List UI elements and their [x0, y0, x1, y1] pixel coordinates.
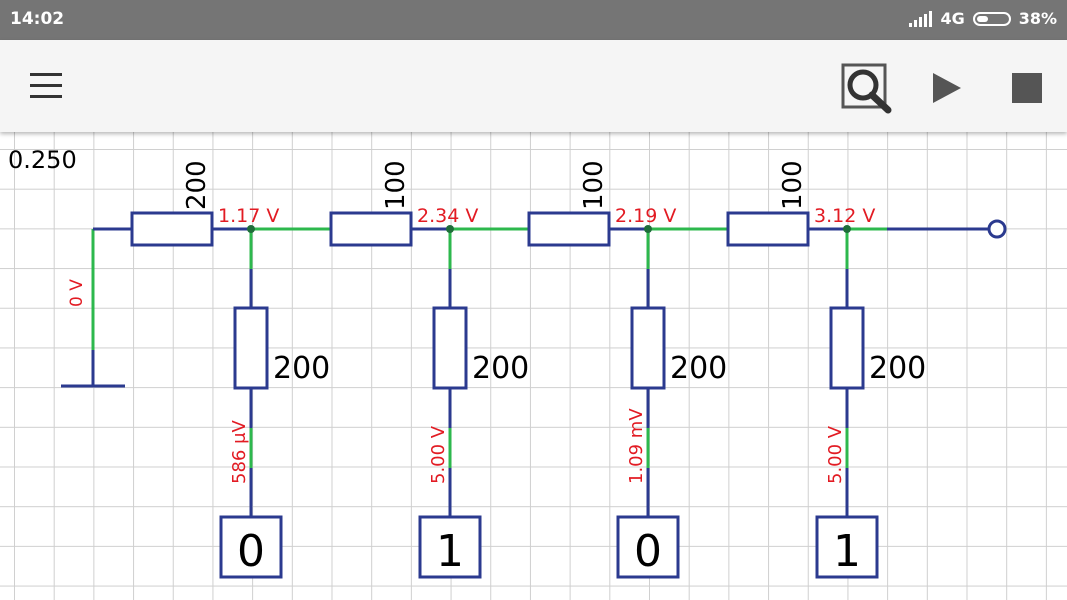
- branch-resistor-4[interactable]: [829, 306, 865, 390]
- play-icon[interactable]: [928, 70, 964, 106]
- junction-dot-3: [644, 225, 652, 233]
- signal-icon: [909, 10, 933, 27]
- ground-voltage-label: 0 V: [67, 279, 87, 307]
- logic-input-4[interactable]: [815, 515, 879, 579]
- branch-resistor-1[interactable]: [233, 306, 269, 390]
- logic-input-value-4: 1: [833, 526, 861, 577]
- logic-input-3[interactable]: [616, 515, 680, 579]
- branch-resistor-value-1: 200: [273, 351, 330, 386]
- top-resistor-value-2: 100: [381, 160, 411, 210]
- branch-resistor-value-3: 200: [670, 351, 727, 386]
- branch-resistor-value-2: 200: [472, 351, 529, 386]
- zoom-level: 0.250: [8, 146, 77, 174]
- branch-voltage-1: 586 μV: [229, 419, 250, 484]
- logic-input-value-1: 0: [237, 526, 265, 577]
- node-voltage-3: 2.19 V: [615, 205, 676, 227]
- stop-icon[interactable]: [1009, 70, 1045, 106]
- top-resistor-4[interactable]: [726, 211, 810, 247]
- junction-dot-2: [446, 225, 454, 233]
- logic-input-2[interactable]: [418, 515, 482, 579]
- status-icons: 4G 38%: [909, 9, 1057, 28]
- logic-input-value-3: 0: [634, 526, 662, 577]
- branch-voltage-3: 1.09 mV: [626, 408, 647, 484]
- top-resistor-value-3: 100: [579, 160, 609, 210]
- junction-dot-4: [843, 225, 851, 233]
- battery-percent: 38%: [1018, 9, 1057, 28]
- node-voltage-1: 1.17 V: [218, 205, 279, 227]
- top-resistor-3[interactable]: [527, 211, 611, 247]
- node-voltage-2: 2.34 V: [417, 205, 478, 227]
- top-resistor-value-1: 200: [182, 160, 212, 210]
- top-resistor-value-4: 100: [778, 160, 808, 210]
- branch-resistor-value-4: 200: [869, 351, 926, 386]
- output-terminal[interactable]: [987, 219, 1007, 239]
- logic-input-value-2: 1: [436, 526, 464, 577]
- branch-resistor-2[interactable]: [432, 306, 468, 390]
- battery-icon: [972, 11, 1011, 26]
- node-voltage-4: 3.12 V: [814, 205, 875, 227]
- battery-level: [976, 15, 989, 22]
- top-resistor-2[interactable]: [329, 211, 413, 247]
- status-time: 14:02: [10, 9, 65, 29]
- hamburger-menu-icon[interactable]: [22, 66, 70, 106]
- magnifier-icon[interactable]: [840, 62, 894, 116]
- network-type: 4G: [940, 9, 965, 28]
- app-toolbar: [0, 40, 1067, 132]
- junction-dot-1: [247, 225, 255, 233]
- status-bar: 14:02 4G 38%: [0, 0, 1067, 40]
- logic-input-1[interactable]: [219, 515, 283, 579]
- top-resistor-1[interactable]: [130, 211, 214, 247]
- branch-voltage-4: 5.00 V: [825, 425, 846, 484]
- branch-voltage-2: 5.00 V: [428, 425, 449, 484]
- branch-resistor-3[interactable]: [630, 306, 666, 390]
